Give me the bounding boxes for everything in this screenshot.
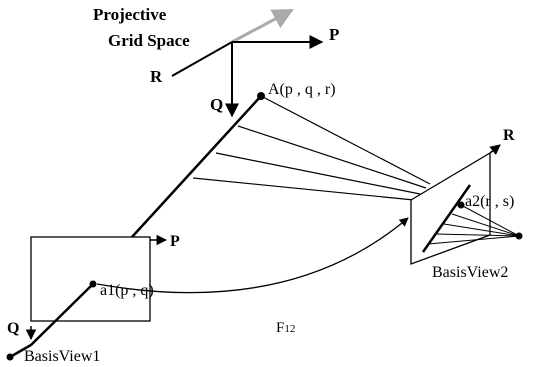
fan-line	[427, 235, 520, 245]
ray-a-to-view1	[131, 95, 262, 238]
point-a1-label: a1(p , q)	[100, 282, 154, 299]
point-a2-marker	[457, 201, 465, 209]
point-a2-label: a2(r , s)	[465, 193, 514, 210]
f12-main: F	[276, 320, 284, 336]
grid-r-axis	[171, 41, 233, 77]
view1-origin-marker	[6, 353, 14, 361]
projection-line	[237, 125, 427, 189]
f12-label: F12	[276, 320, 295, 336]
point-a-label: A(p , q , r)	[268, 81, 336, 98]
fan-line	[451, 213, 520, 237]
basis-view1-label: BasisView1	[24, 348, 100, 365]
f12-subscript: 12	[284, 323, 295, 335]
projection-line	[215, 152, 421, 195]
basis-view1-frame	[30, 236, 151, 322]
fan-line	[435, 233, 520, 237]
grid-ghost-axis	[231, 8, 294, 44]
view2-fan	[427, 204, 520, 245]
projection-lines	[192, 95, 431, 201]
view2-inner-line	[421, 184, 472, 253]
basis-view2-label: BasisView2	[432, 264, 508, 281]
view1-q-label: Q	[7, 320, 19, 337]
grid-r-label: R	[150, 67, 163, 86]
grid-p-label: P	[329, 25, 339, 44]
fan-line	[460, 204, 520, 237]
view1-line-inside	[30, 283, 94, 346]
view2-r-axis	[489, 144, 501, 156]
grid-q-label: Q	[210, 95, 223, 114]
view2-focal-point	[515, 232, 523, 240]
fan-line	[443, 223, 520, 237]
projection-line	[192, 177, 415, 201]
title-line1: Projective	[93, 5, 167, 24]
view1-line-outside	[9, 343, 32, 359]
view1-p-label: P	[170, 233, 180, 250]
grid-axes	[171, 8, 324, 118]
title-line2: Grid Space	[108, 31, 190, 50]
view2-r-label: R	[503, 127, 515, 144]
f12-transfer-curve	[96, 217, 409, 294]
projection-line	[260, 95, 431, 185]
point-a1-marker	[89, 280, 97, 288]
